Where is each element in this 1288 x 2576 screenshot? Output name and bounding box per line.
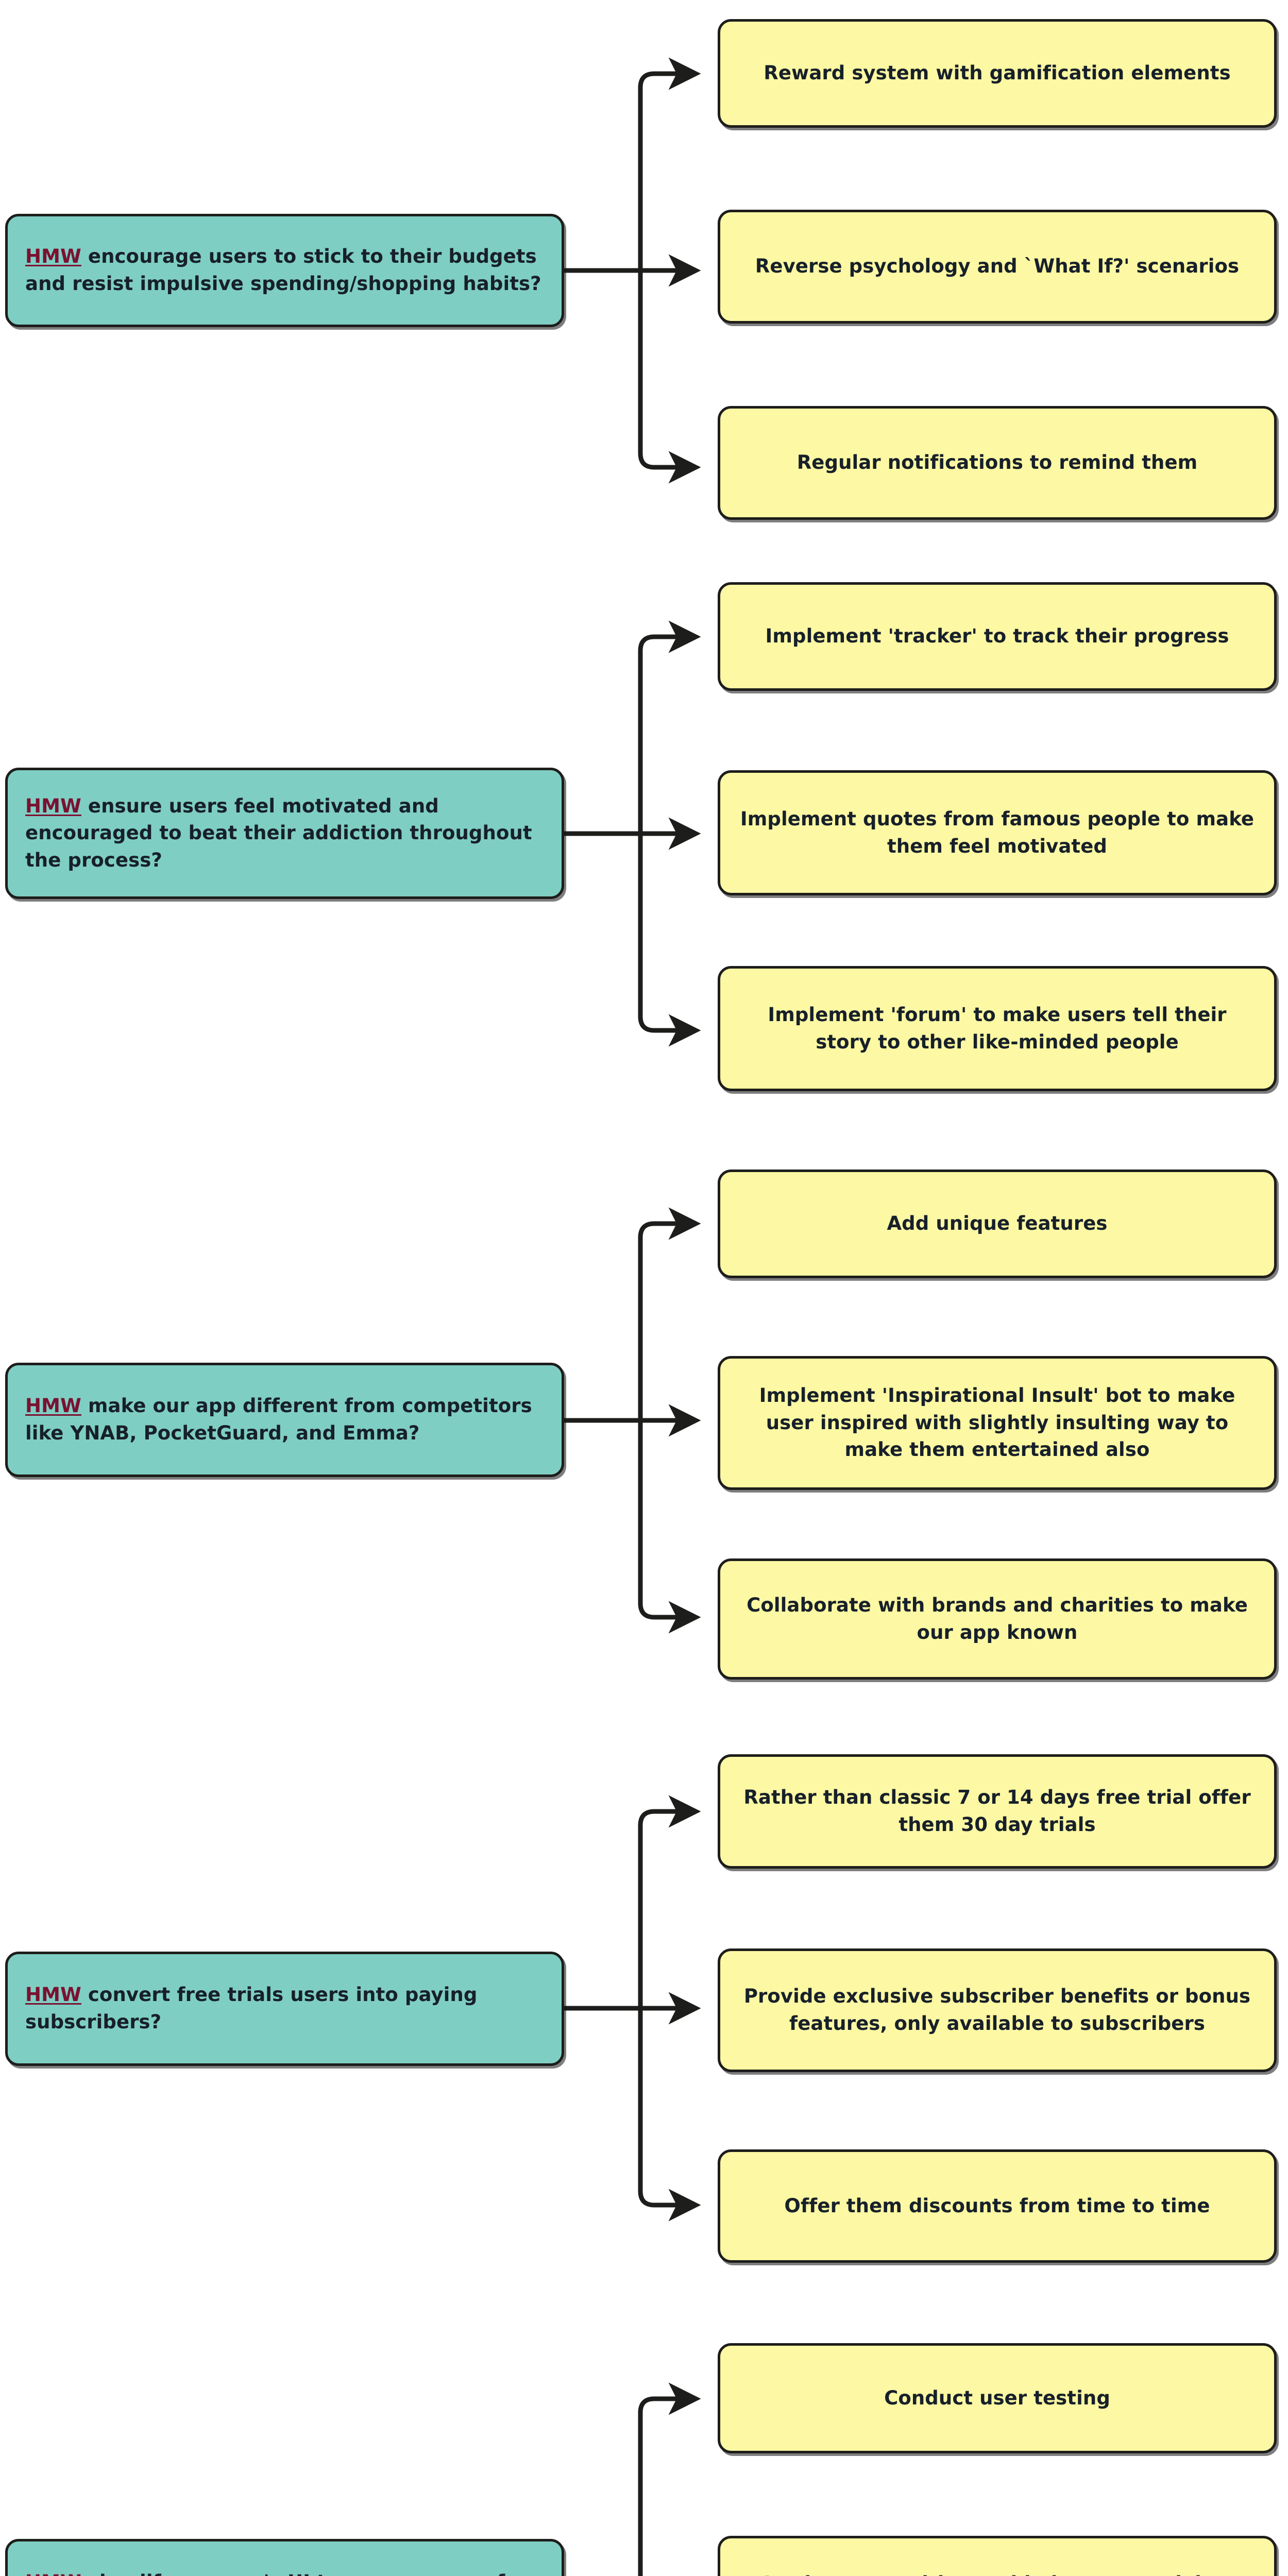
hmw-tag: HMW [25,1984,81,2006]
idea-2-1[interactable]: Implement 'tracker' to track their progr… [718,582,1277,691]
hmw-tag: HMW [25,2571,81,2576]
idea-3-2[interactable]: Implement 'Inspirational Insult' bot to … [718,1356,1277,1490]
idea-1-2-label: Reverse psychology and `What If?' scenar… [755,255,1240,278]
idea-5-1[interactable]: Conduct user testing [718,2343,1277,2453]
hmw-question-4-label: HMW convert free trials users into payin… [25,1981,544,2036]
edge-g3-idea-1 [638,1207,701,1420]
idea-2-3[interactable]: Implement 'forum' to make users tell the… [718,966,1277,1091]
idea-2-2[interactable]: Implement quotes from famous people to m… [718,770,1277,895]
edge-g4-idea-1 [638,1795,701,2008]
edge-g1-idea-1 [638,57,701,270]
hmw-question-1-text: encourage users to stick to their budget… [25,245,541,295]
hmw-question-3-label: HMW make our app different from competit… [25,1393,544,1447]
hmw-question-1[interactable]: HMW encourage users to stick to their bu… [5,214,564,327]
idea-3-2-label: Implement 'Inspirational Insult' bot to … [759,1384,1235,1461]
hmw-question-3-text: make our app different from competitors … [25,1395,532,1444]
edge-g5-idea-1 [638,2382,701,2576]
hmw-question-2-label: HMW ensure users feel motivated and enco… [25,793,544,874]
hmw-question-2-text: ensure users feel motivated and encourag… [25,794,532,871]
edge-g3-idea-3 [638,1420,701,1634]
idea-5-2-label: Implement tooltips, guided tour, tutoria… [738,2570,1257,2576]
hmw-tag: HMW [25,794,81,817]
hmw-question-4[interactable]: HMW convert free trials users into payin… [5,1952,564,2066]
edge-g1-idea-3 [638,270,701,484]
idea-2-1-label: Implement 'tracker' to track their progr… [765,625,1229,648]
idea-5-2[interactable]: Implement tooltips, guided tour, tutoria… [718,2536,1277,2576]
hmw-question-4-text: convert free trials users into paying su… [25,1984,478,2033]
edge-g4-idea-3 [638,2008,701,2222]
hmw-tag: HMW [25,1395,81,1417]
idea-5-1-label: Conduct user testing [884,2386,1110,2409]
idea-1-1-label: Reward system with gamification elements [764,62,1231,84]
idea-4-1-label: Rather than classic 7 or 14 days free tr… [743,1786,1251,1836]
hmw-question-5[interactable]: HMW simplify our app's UI to ensure ease… [5,2539,564,2576]
idea-4-2[interactable]: Provide exclusive subscriber benefits or… [718,1948,1277,2072]
idea-4-3-label: Offer them discounts from time to time [784,2194,1210,2217]
idea-3-1-label: Add unique features [887,1212,1108,1235]
idea-4-3[interactable]: Offer them discounts from time to time [718,2149,1277,2263]
idea-1-3-label: Regular notifications to remind them [796,451,1198,474]
idea-2-3-label: Implement 'forum' to make users tell the… [768,1003,1227,1053]
idea-4-1[interactable]: Rather than classic 7 or 14 days free tr… [718,1754,1277,1869]
edge-g2-idea-3 [638,834,701,1047]
edge-g2-idea-1 [638,620,701,834]
hmw-question-5-text: simplify our app's UI to ensure ease of … [25,2571,505,2576]
hmw-question-2[interactable]: HMW ensure users feel motivated and enco… [5,768,564,899]
hmw-tag: HMW [25,245,81,268]
idea-2-2-label: Implement quotes from famous people to m… [740,807,1255,857]
idea-1-2[interactable]: Reverse psychology and `What If?' scenar… [718,210,1277,324]
idea-3-1[interactable]: Add unique features [718,1170,1277,1278]
idea-3-3-label: Collaborate with brands and charities to… [747,1594,1248,1643]
idea-1-1[interactable]: Reward system with gamification elements [718,19,1277,128]
idea-3-3[interactable]: Collaborate with brands and charities to… [718,1558,1277,1680]
hmw-question-5-label: HMW simplify our app's UI to ensure ease… [25,2569,544,2576]
idea-4-2-label: Provide exclusive subscriber benefits or… [743,1985,1251,2035]
hmw-question-3[interactable]: HMW make our app different from competit… [5,1363,564,1477]
idea-1-3[interactable]: Regular notifications to remind them [718,406,1277,520]
hmw-question-1-label: HMW encourage users to stick to their bu… [25,243,544,297]
